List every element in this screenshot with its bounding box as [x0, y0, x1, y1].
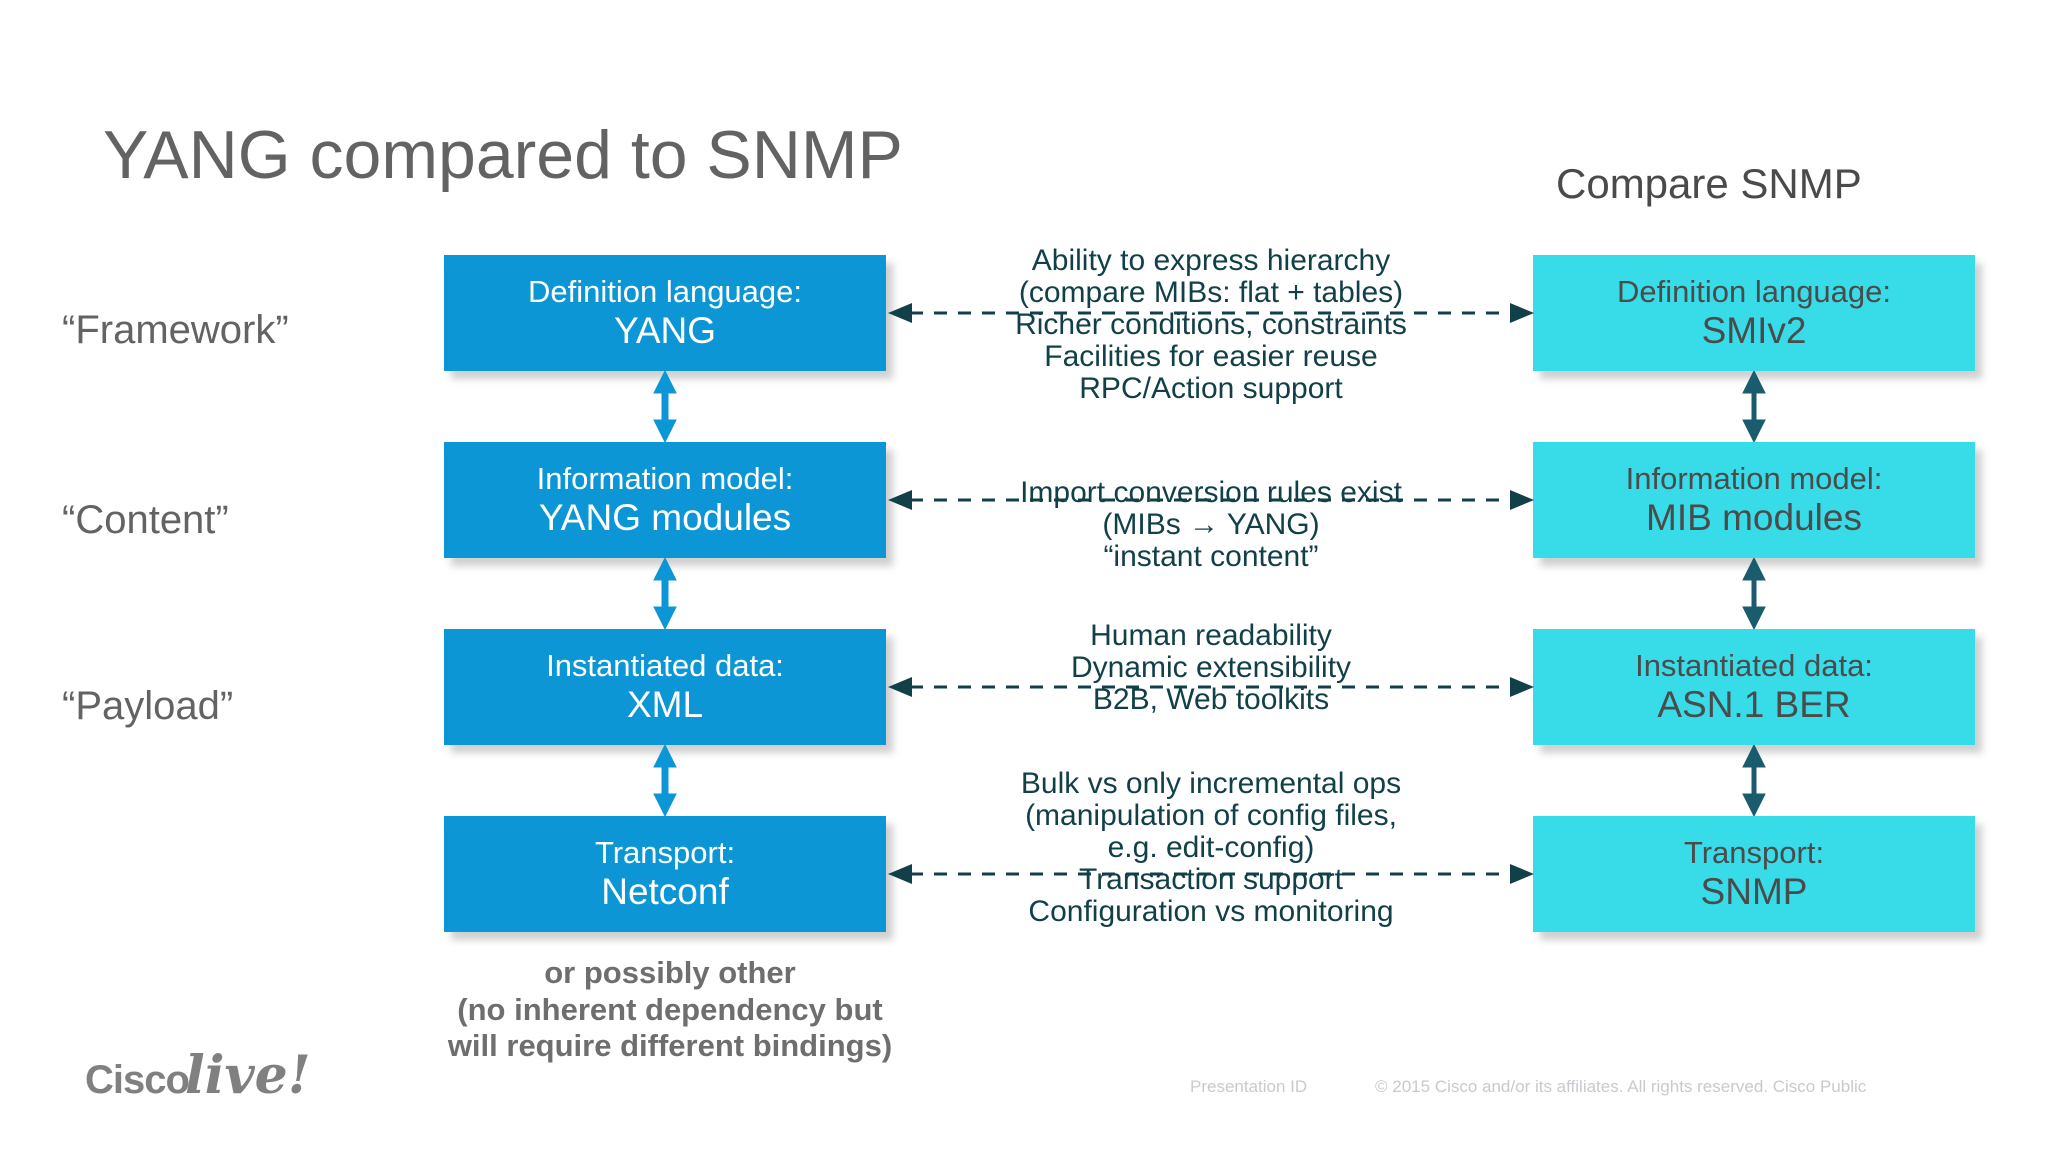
box-line-1: Transport:: [594, 834, 736, 870]
box-line-1: Instantiated data:: [1635, 647, 1873, 683]
horizontal-arrow-transport: [888, 861, 1534, 887]
logo-word-cisco: Cisco: [85, 1058, 190, 1102]
row-label-framework: “Framework”: [62, 308, 289, 352]
footer-presentation-id: Presentation ID: [1190, 1077, 1308, 1096]
box-yang-instantiated-data[interactable]: Instantiated data: XML: [444, 629, 886, 745]
box-line-2: YANG modules: [538, 496, 792, 538]
box-snmp-information-model[interactable]: Information model: MIB modules: [1533, 442, 1975, 558]
note-line: Ability to express hierarchy: [1031, 244, 1391, 277]
box-yang-information-model[interactable]: Information model: YANG modules: [444, 442, 886, 558]
box-snmp-definition-language[interactable]: Definition language: SMIv2: [1533, 255, 1975, 371]
horizontal-arrow-payload: [888, 674, 1534, 700]
note-line: (MIBs → YANG): [1102, 508, 1320, 542]
box-line-2: MIB modules: [1646, 496, 1862, 538]
row-label-payload: “Payload”: [62, 684, 234, 728]
box-line-1: Definition language:: [1616, 273, 1892, 309]
note-line: Human readability: [1090, 619, 1332, 652]
row-label-content: “Content”: [62, 498, 229, 542]
box-snmp-transport[interactable]: Transport: SNMP: [1533, 816, 1975, 932]
cisco-live-logo: Cisco live!: [85, 1045, 311, 1107]
box-line-1: Instantiated data:: [546, 647, 784, 683]
bottom-note-line: will require different bindings): [447, 1028, 893, 1064]
page-title: YANG compared to SNMP: [103, 117, 903, 193]
box-line-2: SNMP: [1700, 870, 1808, 912]
box-yang-transport[interactable]: Transport: Netconf: [444, 816, 886, 932]
note-line: Import conversion rules exist: [1020, 476, 1402, 509]
box-line-2: ASN.1 BER: [1657, 683, 1851, 725]
note-line: e.g. edit-config): [1107, 831, 1315, 865]
note-line: B2B, Web toolkits: [1092, 683, 1330, 717]
vertical-arrow-left-1: [652, 371, 678, 442]
box-yang-definition-language[interactable]: Definition language: YANG: [444, 255, 886, 371]
comparison-note-payload: Human readability Dynamic extensibility …: [961, 619, 1461, 717]
box-snmp-instantiated-data[interactable]: Instantiated data: ASN.1 BER: [1533, 629, 1975, 745]
vertical-arrow-right-3: [1741, 745, 1767, 816]
note-line: Dynamic extensibility: [1070, 651, 1352, 685]
comparison-note-content: Import conversion rules exist (MIBs → YA…: [961, 476, 1461, 574]
horizontal-arrow-content: [888, 487, 1534, 513]
box-line-2: XML: [626, 683, 704, 725]
box-line-1: Definition language:: [527, 273, 803, 309]
vertical-arrow-left-3: [652, 745, 678, 816]
vertical-arrow-right-2: [1741, 558, 1767, 629]
logo-word-live: live!: [184, 1045, 311, 1106]
comparison-note-transport: Bulk vs only incremental ops (manipulati…: [961, 767, 1461, 929]
footer-copyright: © 2015 Cisco and/or its affiliates. All …: [1375, 1077, 1867, 1096]
note-line: Configuration vs monitoring: [1028, 895, 1394, 929]
bottom-note: or possibly other (no inherent dependenc…: [370, 955, 970, 1065]
note-line: “instant content”: [1103, 540, 1319, 574]
note-line: (compare MIBs: flat + tables): [1018, 276, 1404, 310]
compare-snmp-heading: Compare SNMP: [1556, 160, 1862, 207]
box-line-2: YANG: [613, 309, 717, 351]
horizontal-arrow-framework: [888, 300, 1534, 326]
box-line-1: Information model:: [536, 460, 794, 496]
box-line-2: Netconf: [601, 870, 729, 912]
note-line: Bulk vs only incremental ops: [1020, 767, 1402, 800]
box-line-1: Transport:: [1683, 834, 1825, 870]
note-line: Transaction support: [1078, 863, 1344, 897]
bottom-note-line: (no inherent dependency but: [457, 991, 883, 1027]
vertical-arrow-right-1: [1741, 371, 1767, 442]
comparison-note-framework: Ability to express hierarchy (compare MI…: [961, 244, 1461, 406]
bottom-note-line: or possibly other: [544, 955, 796, 990]
note-line: (manipulation of config files,: [1025, 799, 1397, 833]
note-line: RPC/Action support: [1079, 372, 1343, 406]
note-line: Richer conditions, constraints: [1015, 308, 1407, 342]
vertical-arrow-left-2: [652, 558, 678, 629]
note-line: Facilities for easier reuse: [1044, 340, 1378, 374]
box-line-1: Information model:: [1625, 460, 1883, 496]
box-line-2: SMIv2: [1701, 309, 1807, 351]
